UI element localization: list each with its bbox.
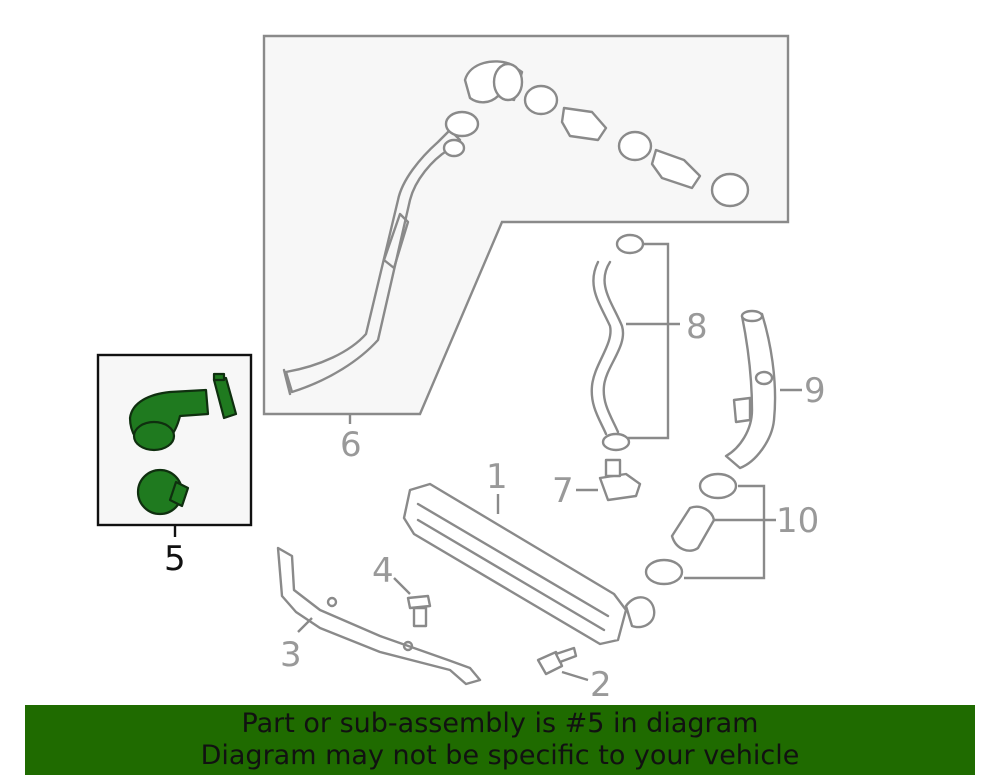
banner-line-2: Diagram may not be specific to your vehi… bbox=[200, 740, 800, 771]
callout-9: 9 bbox=[804, 371, 826, 411]
callout-8: 8 bbox=[686, 307, 708, 347]
callout-6: 6 bbox=[340, 425, 362, 465]
intercooler-1 bbox=[402, 482, 656, 646]
callout-4: 4 bbox=[372, 551, 394, 591]
bolt-4 bbox=[393, 577, 432, 628]
part-5-highlight-box bbox=[96, 353, 253, 537]
callout-10: 10 bbox=[776, 501, 819, 541]
pipe-9 bbox=[724, 309, 802, 470]
info-banner: Part or sub-assembly is #5 in diagram Di… bbox=[25, 705, 975, 775]
callout-3: 3 bbox=[280, 635, 302, 675]
sensor-7 bbox=[576, 458, 642, 502]
hose-10 bbox=[644, 472, 776, 586]
callout-2: 2 bbox=[590, 665, 612, 705]
banner-line-1: Part or sub-assembly is #5 in diagram bbox=[241, 708, 759, 739]
callout-7: 7 bbox=[552, 471, 574, 511]
hose-8 bbox=[590, 233, 680, 452]
bracket-3 bbox=[276, 546, 482, 686]
callout-5: 5 bbox=[164, 539, 186, 579]
charge-air-pipe-6 bbox=[282, 60, 750, 396]
callout-1: 1 bbox=[486, 457, 508, 497]
bolt-2 bbox=[536, 646, 589, 682]
assembly-6-panel bbox=[262, 34, 790, 424]
